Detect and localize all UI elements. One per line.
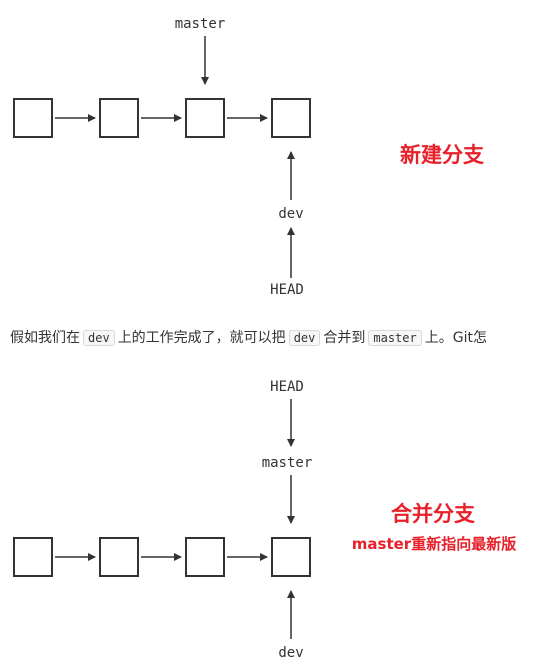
commit-node: [13, 537, 53, 577]
paragraph-text: 上。Git怎: [424, 330, 487, 346]
master-label: master: [262, 455, 313, 471]
commit-node: [271, 537, 311, 577]
bottom-diagram: HEAD master dev 合并分支 master重新指向最新版: [13, 379, 516, 661]
inline-code-master: master: [368, 330, 422, 346]
diagram-title: 新建分支: [400, 143, 485, 167]
diagram-subtitle: master重新指向最新版: [352, 535, 516, 553]
head-label: HEAD: [270, 379, 304, 395]
commit-node: [99, 537, 139, 577]
inline-code-dev: dev: [83, 330, 115, 346]
commit-node: [185, 537, 225, 577]
top-diagram: master dev HEAD 新建分支: [13, 16, 485, 298]
commit-node: [13, 98, 53, 138]
paragraph-text: 合并到: [323, 330, 366, 346]
paragraph-text: 假如我们在: [10, 330, 80, 346]
dev-label: dev: [278, 206, 303, 222]
diagram-title: 合并分支: [391, 502, 476, 526]
master-label: master: [175, 16, 226, 32]
head-label: HEAD: [270, 282, 304, 298]
inline-code-dev: dev: [288, 330, 321, 346]
dev-label: dev: [278, 645, 303, 661]
commit-node: [99, 98, 139, 138]
commit-node: [271, 98, 311, 138]
commit-node: [185, 98, 225, 138]
paragraph-text: 上的工作完成了，就可以把: [117, 330, 286, 346]
